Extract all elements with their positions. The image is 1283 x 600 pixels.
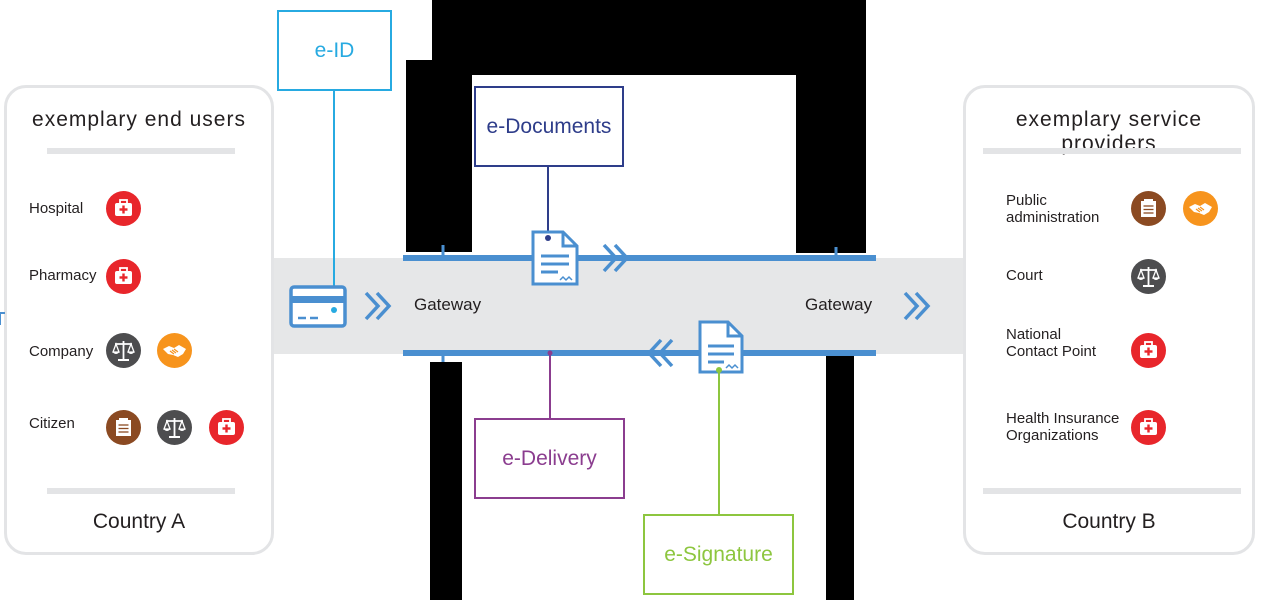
black-block xyxy=(432,0,866,75)
scales-icon xyxy=(157,410,192,445)
id-card-icon xyxy=(289,285,347,328)
first-aid-kit-icon xyxy=(1131,410,1166,445)
chevron-right-icon xyxy=(602,243,630,273)
row-label-company: Company xyxy=(29,343,94,360)
edelivery-connector-dot xyxy=(547,350,553,356)
eid-callout: e-ID xyxy=(277,10,392,91)
black-block xyxy=(406,60,472,252)
gateway-label-left: Gateway xyxy=(414,295,482,314)
label-line: National xyxy=(1006,326,1062,343)
lower-channel-line xyxy=(403,350,876,356)
esignature-callout: e-Signature xyxy=(643,514,794,595)
edelivery-callout: e-Delivery xyxy=(474,418,625,499)
row-label-court: Court xyxy=(1006,267,1043,284)
scales-icon xyxy=(106,333,141,368)
first-aid-kit-icon xyxy=(1131,333,1166,368)
document-icon xyxy=(106,410,141,445)
panel-divider xyxy=(47,148,235,154)
label-line: Organizations xyxy=(1006,427,1099,444)
first-aid-kit-icon xyxy=(106,191,141,226)
panel-divider xyxy=(47,488,235,494)
panel-divider xyxy=(983,148,1241,154)
country-label: Country A xyxy=(92,510,186,533)
handshake-icon xyxy=(157,333,192,368)
row-label-health-insurance: Health Insurance Organizations xyxy=(1006,410,1119,444)
row-label-public-administration: Public administration xyxy=(1006,192,1099,226)
label-line: Contact Point xyxy=(1006,343,1097,360)
black-block xyxy=(796,70,866,253)
scales-icon xyxy=(1131,259,1166,294)
panel-divider xyxy=(983,488,1241,494)
chevron-left-icon xyxy=(646,338,674,368)
panel-title: exemplary end users xyxy=(32,108,246,131)
label-line: administration xyxy=(1006,209,1100,226)
label-line: Court xyxy=(1006,267,1043,284)
first-aid-kit-icon xyxy=(209,410,244,445)
document-icon xyxy=(1131,191,1166,226)
document-icon xyxy=(698,320,744,374)
black-block xyxy=(430,362,462,600)
row-label-hospital: Hospital xyxy=(29,200,84,217)
upper-channel-line xyxy=(403,255,876,261)
end-users-panel: exemplary end users Country A xyxy=(4,85,274,555)
esignature-connector-dot xyxy=(716,367,722,373)
country-label: Country B xyxy=(1062,510,1156,533)
first-aid-kit-icon xyxy=(106,259,141,294)
handshake-icon xyxy=(1183,191,1218,226)
label-line: Public xyxy=(1006,192,1047,209)
document-icon xyxy=(531,230,579,286)
gateway-band xyxy=(270,258,966,354)
service-providers-panel: exemplary service providers Country B xyxy=(963,85,1255,555)
label-line: Health Insurance xyxy=(1006,410,1120,427)
chevron-right-icon xyxy=(903,291,931,321)
black-block xyxy=(826,356,854,600)
row-label-citizen: Citizen xyxy=(29,415,75,432)
gateway-label-right: Gateway xyxy=(805,295,873,314)
row-label-national-contact-point: National Contact Point xyxy=(1006,326,1096,360)
row-label-pharmacy: Pharmacy xyxy=(29,267,97,284)
chevron-right-icon xyxy=(364,291,392,321)
edge-stub xyxy=(0,312,5,325)
edocuments-callout: e-Documents xyxy=(474,86,624,167)
